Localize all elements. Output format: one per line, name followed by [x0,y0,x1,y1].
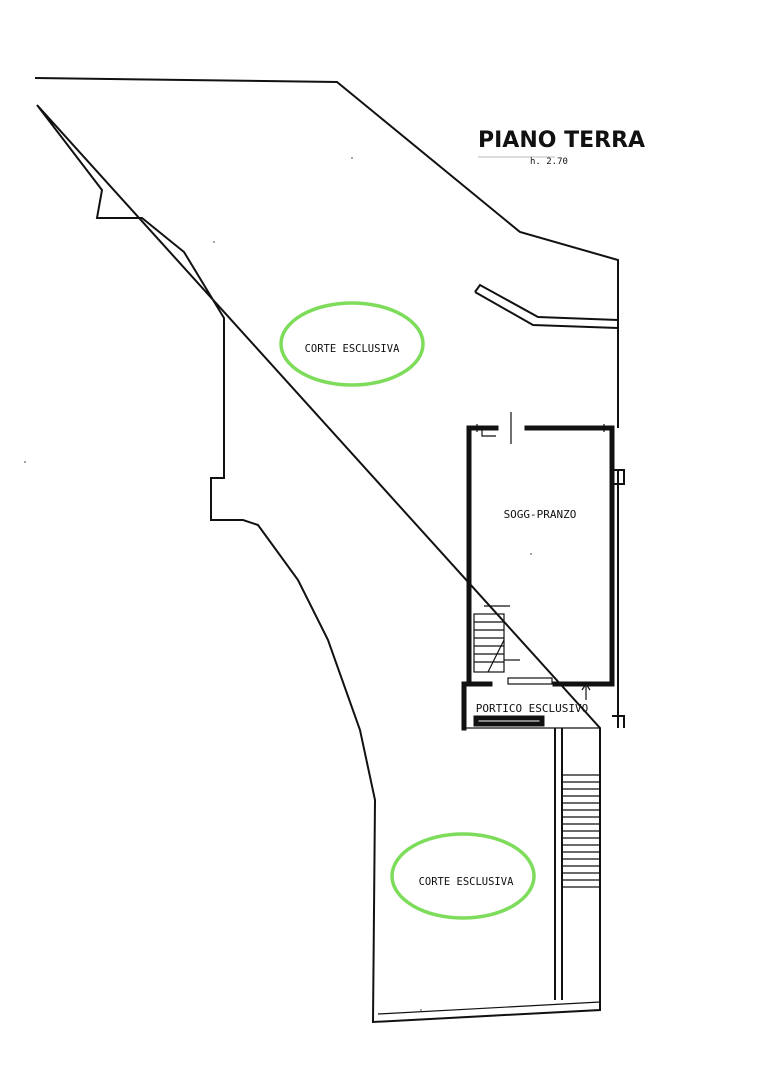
scan-speck [420,1009,422,1011]
height-note: h. 2.70 [530,157,568,167]
internal-staircase [473,605,520,673]
plot-boundary-bottom [377,1001,601,1015]
external-staircase [554,728,600,1000]
porch-door-wall [466,677,615,700]
plot-boundary [34,77,619,1024]
room-label-court-upper: CORTE ESCLUSIVA [305,343,401,355]
room-label-porch: PORTICO ESCLUSIVO [476,702,589,715]
living-room-block [466,412,615,687]
highlight-court-upper [279,301,425,387]
neighbour-wall [612,469,625,728]
scan-speck [213,241,215,243]
room-label-court-lower: CORTE ESCLUSIVA [419,876,515,888]
scan-speck [24,461,26,463]
scan-speck [351,157,353,159]
room-label-living: SOGG-PRANZO [504,508,577,521]
highlight-court-lower [390,832,536,920]
porch-block [461,681,600,731]
terrace-edge [474,283,619,329]
plan-title: PIANO TERRA [478,128,645,153]
scan-speck [530,553,532,555]
